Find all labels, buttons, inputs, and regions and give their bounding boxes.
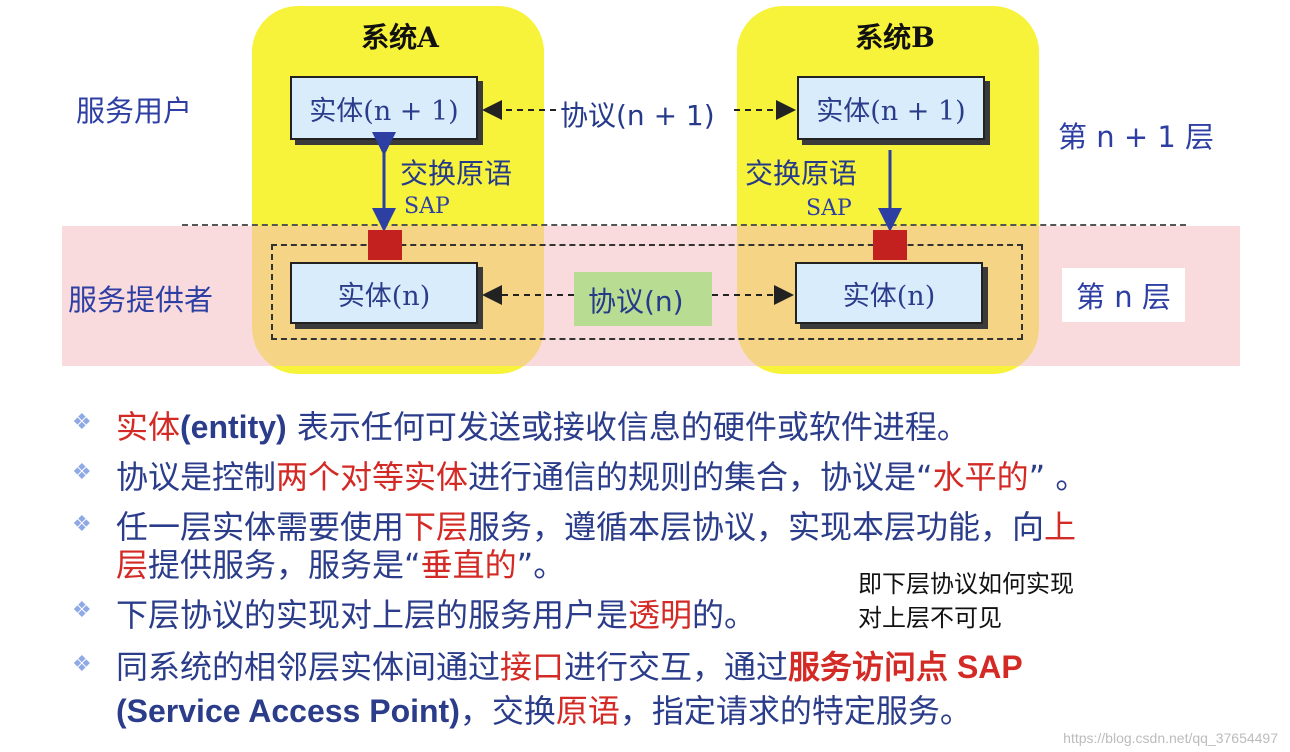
annotation-note-line-1: 即下层协议如何实现 bbox=[858, 570, 1074, 598]
layer-divider-line bbox=[182, 224, 1186, 226]
diagram-arrows bbox=[372, 100, 902, 305]
sap-label-b: SAP bbox=[806, 196, 852, 221]
primitive-label-b: 交换原语 bbox=[745, 157, 858, 190]
service-provider-label: 服务提供者 bbox=[68, 283, 214, 317]
layer-n-label: 第 n 层 bbox=[1062, 268, 1185, 322]
protocol-n-highlight bbox=[574, 272, 712, 326]
bullet-diamond-icon: ❖ bbox=[72, 460, 92, 485]
bullet-diamond-icon: ❖ bbox=[72, 512, 92, 537]
entity-b-upper: 实体(n + 1) bbox=[797, 76, 985, 140]
sap-square-a bbox=[368, 230, 402, 260]
protocol-upper-label: 协议(n + 1) bbox=[560, 99, 715, 132]
primitive-label-a: 交换原语 bbox=[400, 157, 513, 190]
bullet-1: 实体(entity) 表示任何可发送或接收信息的硬件或软件进程。 bbox=[116, 408, 969, 446]
service-user-label: 服务用户 bbox=[76, 94, 193, 128]
bullet-2: 协议是控制两个对等实体进行通信的规则的集合，协议是“水平的” 。 bbox=[116, 458, 1088, 496]
bullet-diamond-icon: ❖ bbox=[72, 410, 92, 435]
bullet-5-line-2: (Service Access Point)，交换原语，指定请求的特定服务。 bbox=[116, 692, 972, 730]
system-a-title: 系统A bbox=[361, 21, 439, 54]
protocol-lower-label: 协议(n) bbox=[588, 285, 684, 318]
bullet-diamond-icon: ❖ bbox=[72, 598, 92, 623]
layer-n-dashed-box bbox=[271, 244, 1023, 340]
entity-a-lower: 实体(n) bbox=[290, 262, 478, 324]
system-b-title: 系统B bbox=[855, 21, 935, 54]
sap-square-b bbox=[873, 230, 907, 260]
bullet-diamond-icon: ❖ bbox=[72, 652, 92, 677]
annotation-note-line-2: 对上层不可见 bbox=[858, 604, 1002, 632]
bullet-3-line-2: 层提供服务，服务是“垂直的”。 bbox=[116, 546, 566, 584]
bullet-3-line-1: 任一层实体需要使用下层服务，遵循本层协议，实现本层功能，向上 bbox=[116, 508, 1077, 546]
watermark-url: https://blog.csdn.net/qq_37654497 bbox=[1063, 730, 1278, 746]
bullet-4: 下层协议的实现对上层的服务用户是透明的。 bbox=[116, 596, 757, 634]
entity-a-upper: 实体(n + 1) bbox=[290, 76, 478, 140]
entity-b-lower: 实体(n) bbox=[795, 262, 983, 324]
sap-label-a: SAP bbox=[404, 194, 450, 219]
layer-n-plus-1-label: 第 n + 1 层 bbox=[1058, 120, 1215, 154]
bullet-5-line-1: 同系统的相邻层实体间通过接口进行交互，通过服务访问点 SAP bbox=[116, 648, 1023, 686]
